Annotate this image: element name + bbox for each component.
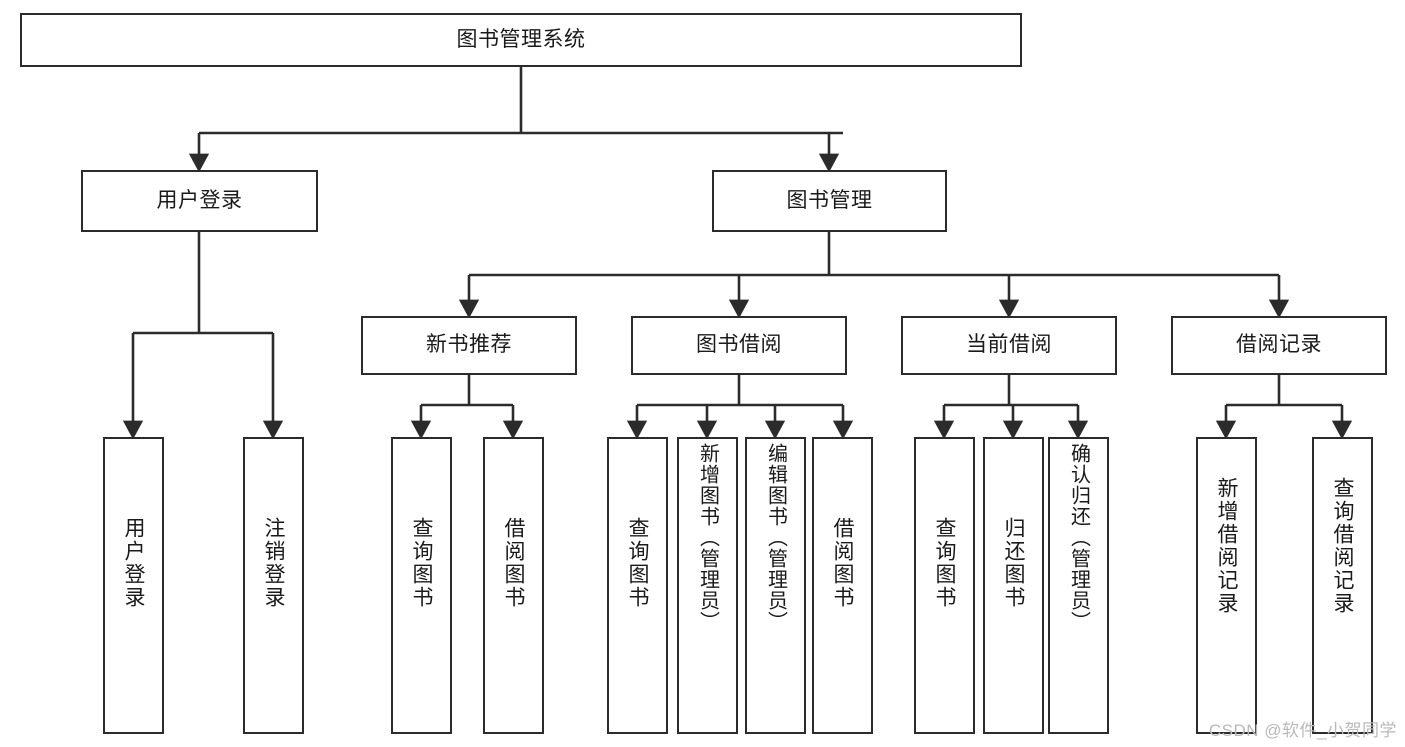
watermark-text: CSDN @软件_小贺同学 [1208,721,1397,740]
node-book-borrow[interactable]: 图书借阅 [631,316,847,375]
node-book-management-label: 图书管理 [786,188,873,212]
leaf-query-record-label: 查询借阅记录 [1331,477,1354,615]
leaf-borrow-book-1[interactable]: 借阅图书 [483,437,544,734]
leaf-add-record-label: 新增借阅记录 [1215,477,1238,615]
leaf-add-record[interactable]: 新增借阅记录 [1196,437,1257,734]
leaf-add-book[interactable]: 新增图书（管理员） [677,437,738,734]
leaf-query-book-3[interactable]: 查询图书 [914,437,975,734]
leaf-borrow-book-2[interactable]: 借阅图书 [812,437,873,734]
node-book-borrow-label: 图书借阅 [696,333,782,357]
leaf-user-login[interactable]: 用户登录 [103,437,164,734]
leaf-user-login-label: 用户登录 [122,517,145,609]
node-borrow-record-label: 借阅记录 [1236,333,1322,357]
leaf-query-book-2-label: 查询图书 [626,517,649,609]
node-book-management[interactable]: 图书管理 [712,170,947,232]
leaf-query-book-1-label: 查询图书 [410,517,433,609]
node-user-login[interactable]: 用户登录 [81,170,318,232]
leaf-query-book-1[interactable]: 查询图书 [391,437,452,734]
node-root[interactable]: 图书管理系统 [20,13,1022,67]
leaf-query-record[interactable]: 查询借阅记录 [1312,437,1373,734]
node-user-login-label: 用户登录 [156,188,243,212]
node-new-book-recommend[interactable]: 新书推荐 [361,316,577,375]
leaf-borrow-book-2-label: 借阅图书 [831,517,854,609]
leaf-confirm-return-label: 确认归还（管理员） [1067,443,1090,632]
leaf-query-book-2[interactable]: 查询图书 [607,437,668,734]
leaf-logout-login[interactable]: 注销登录 [243,437,304,734]
leaf-query-book-3-label: 查询图书 [933,517,956,609]
node-new-book-recommend-label: 新书推荐 [426,333,512,357]
leaf-confirm-return[interactable]: 确认归还（管理员） [1048,437,1109,734]
leaf-return-book-label: 归还图书 [1002,517,1025,609]
node-borrow-record[interactable]: 借阅记录 [1171,316,1387,375]
node-root-label: 图书管理系统 [456,27,586,51]
node-current-borrow-label: 当前借阅 [966,333,1052,357]
node-current-borrow[interactable]: 当前借阅 [901,316,1117,375]
leaf-borrow-book-1-label: 借阅图书 [502,517,525,609]
leaf-logout-login-label: 注销登录 [262,517,285,609]
leaf-add-book-label: 新增图书（管理员） [696,443,719,632]
leaf-return-book[interactable]: 归还图书 [983,437,1044,734]
leaf-edit-book[interactable]: 编辑图书（管理员） [745,437,806,734]
leaf-edit-book-label: 编辑图书（管理员） [764,443,787,632]
